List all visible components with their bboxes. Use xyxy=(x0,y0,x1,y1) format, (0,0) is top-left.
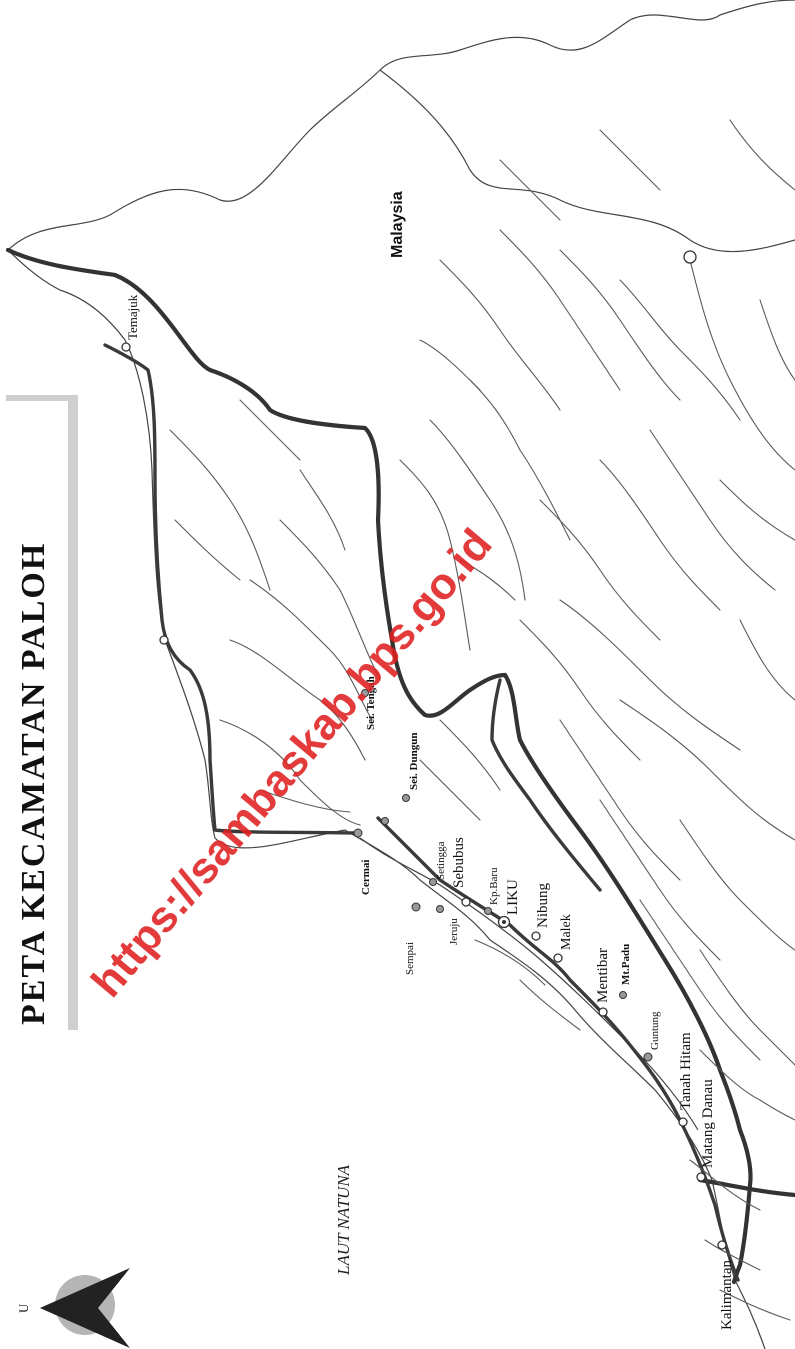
label-liku: LIKU xyxy=(505,879,521,915)
north-label: U xyxy=(16,1303,31,1313)
town-marker-malek xyxy=(553,953,563,963)
town-marker-guntung xyxy=(643,1052,653,1062)
inland-road xyxy=(490,678,602,892)
southern-border xyxy=(502,672,753,1285)
country-label: Malaysia xyxy=(389,191,406,258)
north-arrow-icon xyxy=(40,1268,130,1348)
settlements xyxy=(121,250,727,1250)
town-marker-matang-danau xyxy=(696,1172,706,1182)
label-cermai: Cermai xyxy=(360,860,372,895)
town-marker-sei-tengah xyxy=(361,689,369,697)
label-sempai: Sempai xyxy=(404,942,416,975)
town-marker-sebubus xyxy=(461,897,471,907)
town-marker-tanah-hitam xyxy=(678,1117,688,1127)
sea-label: LAUT NATUNA xyxy=(334,1164,353,1276)
town-marker-jeruju xyxy=(436,905,444,913)
label-guntung: Guntung xyxy=(649,1011,661,1050)
label-sei-dungun: Sei. Dungun xyxy=(408,733,420,790)
label-setingga: Setingga xyxy=(435,841,447,880)
coastline-inner xyxy=(359,837,699,1131)
label-kalimantan: Kalimantan xyxy=(719,1260,735,1330)
town-marker-cermai xyxy=(353,828,363,838)
title-frame-top xyxy=(6,395,72,401)
junction-marker xyxy=(159,635,169,645)
northern-boundary xyxy=(7,0,795,251)
town-marker-nibung xyxy=(531,931,541,941)
label-sei-tengah: Sei. Tengah xyxy=(365,676,377,730)
town-marker-mt-padu xyxy=(619,991,627,999)
label-malek: Malek xyxy=(559,914,574,950)
town-marker-junction xyxy=(381,817,389,825)
label-tanah-hitam: Tanah Hitam xyxy=(678,1032,694,1110)
label-mt-padu: Mt.Padu xyxy=(620,944,632,985)
label-matang-danau: Matang Danau xyxy=(700,1079,716,1168)
river-network xyxy=(169,119,795,1321)
town-marker-setingga xyxy=(429,878,437,886)
watermark-text: https://sambaskab.bps.go.id xyxy=(82,520,501,1007)
map-title: PETA KECAMATAN PALOH xyxy=(15,542,52,1025)
main-road xyxy=(103,343,357,835)
town-marker-sei-dungun xyxy=(402,794,410,802)
label-kp-baru: Kp.Baru xyxy=(488,867,500,905)
label-mentibar: Mentibar xyxy=(595,948,611,1003)
coastline xyxy=(7,249,766,1349)
town-marker-kp-baru xyxy=(484,907,492,915)
title-frame-shadow xyxy=(68,395,78,1030)
border-east-spur xyxy=(697,1177,795,1198)
place-labels: Temajuk Sei. Tengah Sei. Dungun Cermai S… xyxy=(125,294,735,1330)
coastal-road xyxy=(376,816,740,1282)
label-jeruju: Jeruju xyxy=(448,918,460,945)
district-border xyxy=(5,247,508,718)
junction-marker-malaysia xyxy=(683,250,697,264)
town-marker-kalimantan xyxy=(717,1240,727,1250)
northeast-boundary xyxy=(379,69,795,253)
town-marker-liku-center xyxy=(502,920,506,924)
label-sebubus: Sebubus xyxy=(451,837,467,888)
town-marker-temajuk xyxy=(121,342,131,352)
label-nibung: Nibung xyxy=(535,883,551,929)
label-temajuk: Temajuk xyxy=(125,294,140,340)
town-marker-mentibar xyxy=(598,1007,608,1017)
town-marker-sempai xyxy=(411,902,421,912)
